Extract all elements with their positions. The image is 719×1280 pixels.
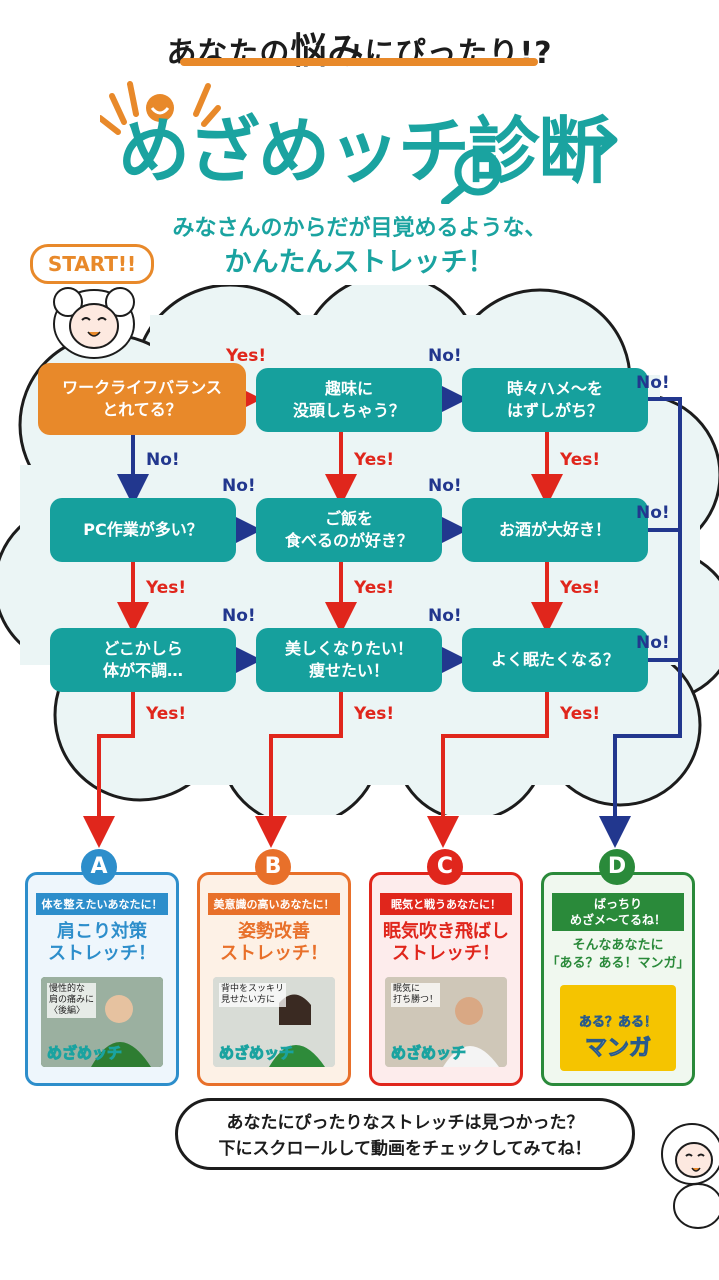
result-title: 姿勢改善ストレッチ！ <box>220 921 328 964</box>
no-label: No! <box>428 346 462 366</box>
start-bubble: START!! <box>30 244 154 284</box>
sheep-mascot-icon <box>661 1123 719 1229</box>
video-thumbnail[interactable]: 慢性的な肩の痛みに〈後編〉 めざめッチ <box>41 977 163 1067</box>
result-banner: 眠気と戦うあなたに！ <box>380 893 512 915</box>
logo-decoration <box>100 81 618 204</box>
result-letter-a: A <box>81 849 117 885</box>
sheep-mascot-icon <box>53 287 135 359</box>
thumbnail-logo: めざめッチ <box>390 1044 467 1063</box>
result-card-b[interactable]: 美意識の高いあなたに！ 姿勢改善ストレッチ！ 背中をスッキリ見せたい方に めざめ… <box>197 872 351 1086</box>
no-label: No! <box>146 450 180 470</box>
yes-label: Yes! <box>560 704 601 724</box>
manga-label: マンガ <box>584 1036 651 1062</box>
video-thumbnail[interactable]: 背中をスッキリ見せたい方に めざめッチ <box>213 977 335 1067</box>
manga-label: ある？ある！ <box>578 1015 658 1031</box>
thumbnail-caption: 眠気に打ち勝つ！ <box>391 983 441 1007</box>
result-banner: 体を整えたいあなたに！ <box>36 893 168 915</box>
question-node-body-trouble: どこかしら体が不調… <box>50 628 236 692</box>
question-node-pc-work: PC作業が多い？ <box>50 498 236 562</box>
question-node-beauty: 美しくなりたい！痩せたい！ <box>256 628 442 692</box>
result-banner: ばっちりめざメ〜てるね！ <box>552 893 684 931</box>
question-node-sleepy: よく眠たくなる？ <box>462 628 648 692</box>
yes-label: Yes! <box>354 578 395 598</box>
no-label: No! <box>428 476 462 496</box>
person-image <box>41 977 163 1067</box>
subtitle-line1: みなさんのからだが目覚めるような、 <box>172 216 547 241</box>
yes-label: Yes! <box>560 578 601 598</box>
result-title: そんなあなたに「ある？ある！マンガ」 <box>546 938 690 971</box>
result-title: 肩こり対策ストレッチ！ <box>48 921 156 964</box>
thumbnail-caption: 慢性的な肩の痛みに〈後編〉 <box>47 983 97 1018</box>
result-card-d[interactable]: ばっちりめざメ〜てるね！ そんなあなたに「ある？ある！マンガ」 ある？ある！ マ… <box>541 872 695 1086</box>
yes-label: Yes! <box>146 578 187 598</box>
yes-label: Yes! <box>146 704 187 724</box>
question-node-alcohol: お酒が大好き！ <box>462 498 648 562</box>
result-letter-b: B <box>255 849 291 885</box>
no-label: No! <box>428 606 462 626</box>
no-label: No! <box>636 373 670 393</box>
logo-title: めざめッチ診断 <box>118 109 610 193</box>
no-label: No! <box>636 503 670 523</box>
question-node-hobby: 趣味に没頭しちゃう？ <box>256 368 442 432</box>
result-letter-c: C <box>427 849 463 885</box>
headline-underline <box>180 58 538 66</box>
question-node-work-life-balance: ワークライフバランスとれてる？ <box>38 363 246 435</box>
result-title: 眠気吹き飛ばしストレッチ！ <box>383 921 509 964</box>
subtitle-line2: かんたんストレッチ！ <box>224 247 495 278</box>
yes-label: Yes! <box>354 450 395 470</box>
yes-label: Yes! <box>560 450 601 470</box>
thumbnail-logo: めざめッチ <box>46 1044 123 1063</box>
footer-speech-bubble: あなたにぴったりなストレッチは見つかった？ 下にスクロールして動画をチェックして… <box>175 1098 635 1170</box>
question-node-let-loose: 時々ハメ〜をはずしがち？ <box>462 368 648 432</box>
yes-label: Yes! <box>226 346 267 366</box>
result-card-c[interactable]: 眠気と戦うあなたに！ 眠気吹き飛ばしストレッチ！ 眠気に打ち勝つ！ めざめッチ <box>369 872 523 1086</box>
result-letter-d: D <box>599 849 635 885</box>
no-label: No! <box>222 606 256 626</box>
thumbnail-logo: めざめッチ <box>218 1044 295 1063</box>
yes-label: Yes! <box>354 704 395 724</box>
no-label: No! <box>222 476 256 496</box>
video-thumbnail[interactable]: 眠気に打ち勝つ！ めざめッチ <box>385 977 507 1067</box>
manga-thumbnail[interactable]: ある？ある！ マンガ <box>560 985 676 1071</box>
question-node-food: ご飯を食べるのが好き？ <box>256 498 442 562</box>
no-label: No! <box>636 633 670 653</box>
result-banner: 美意識の高いあなたに！ <box>208 893 340 915</box>
thumbnail-caption: 背中をスッキリ見せたい方に <box>219 983 287 1007</box>
result-card-a[interactable]: 体を整えたいあなたに！ 肩こり対策ストレッチ！ 慢性的な肩の痛みに〈後編〉 めざ… <box>25 872 179 1086</box>
